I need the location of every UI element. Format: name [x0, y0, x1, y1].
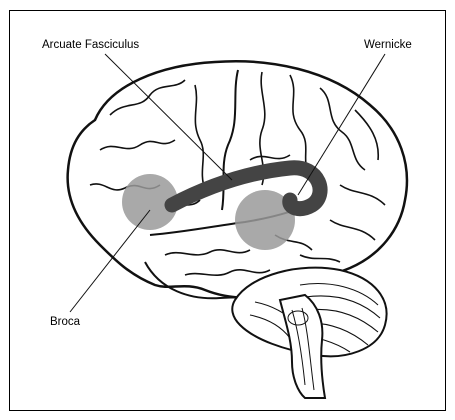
label-arcuate-fasciculus: Arcuate Fasciculus: [42, 39, 139, 51]
label-broca: Broca: [50, 316, 81, 328]
label-wernicke: Wernicke: [364, 39, 412, 51]
